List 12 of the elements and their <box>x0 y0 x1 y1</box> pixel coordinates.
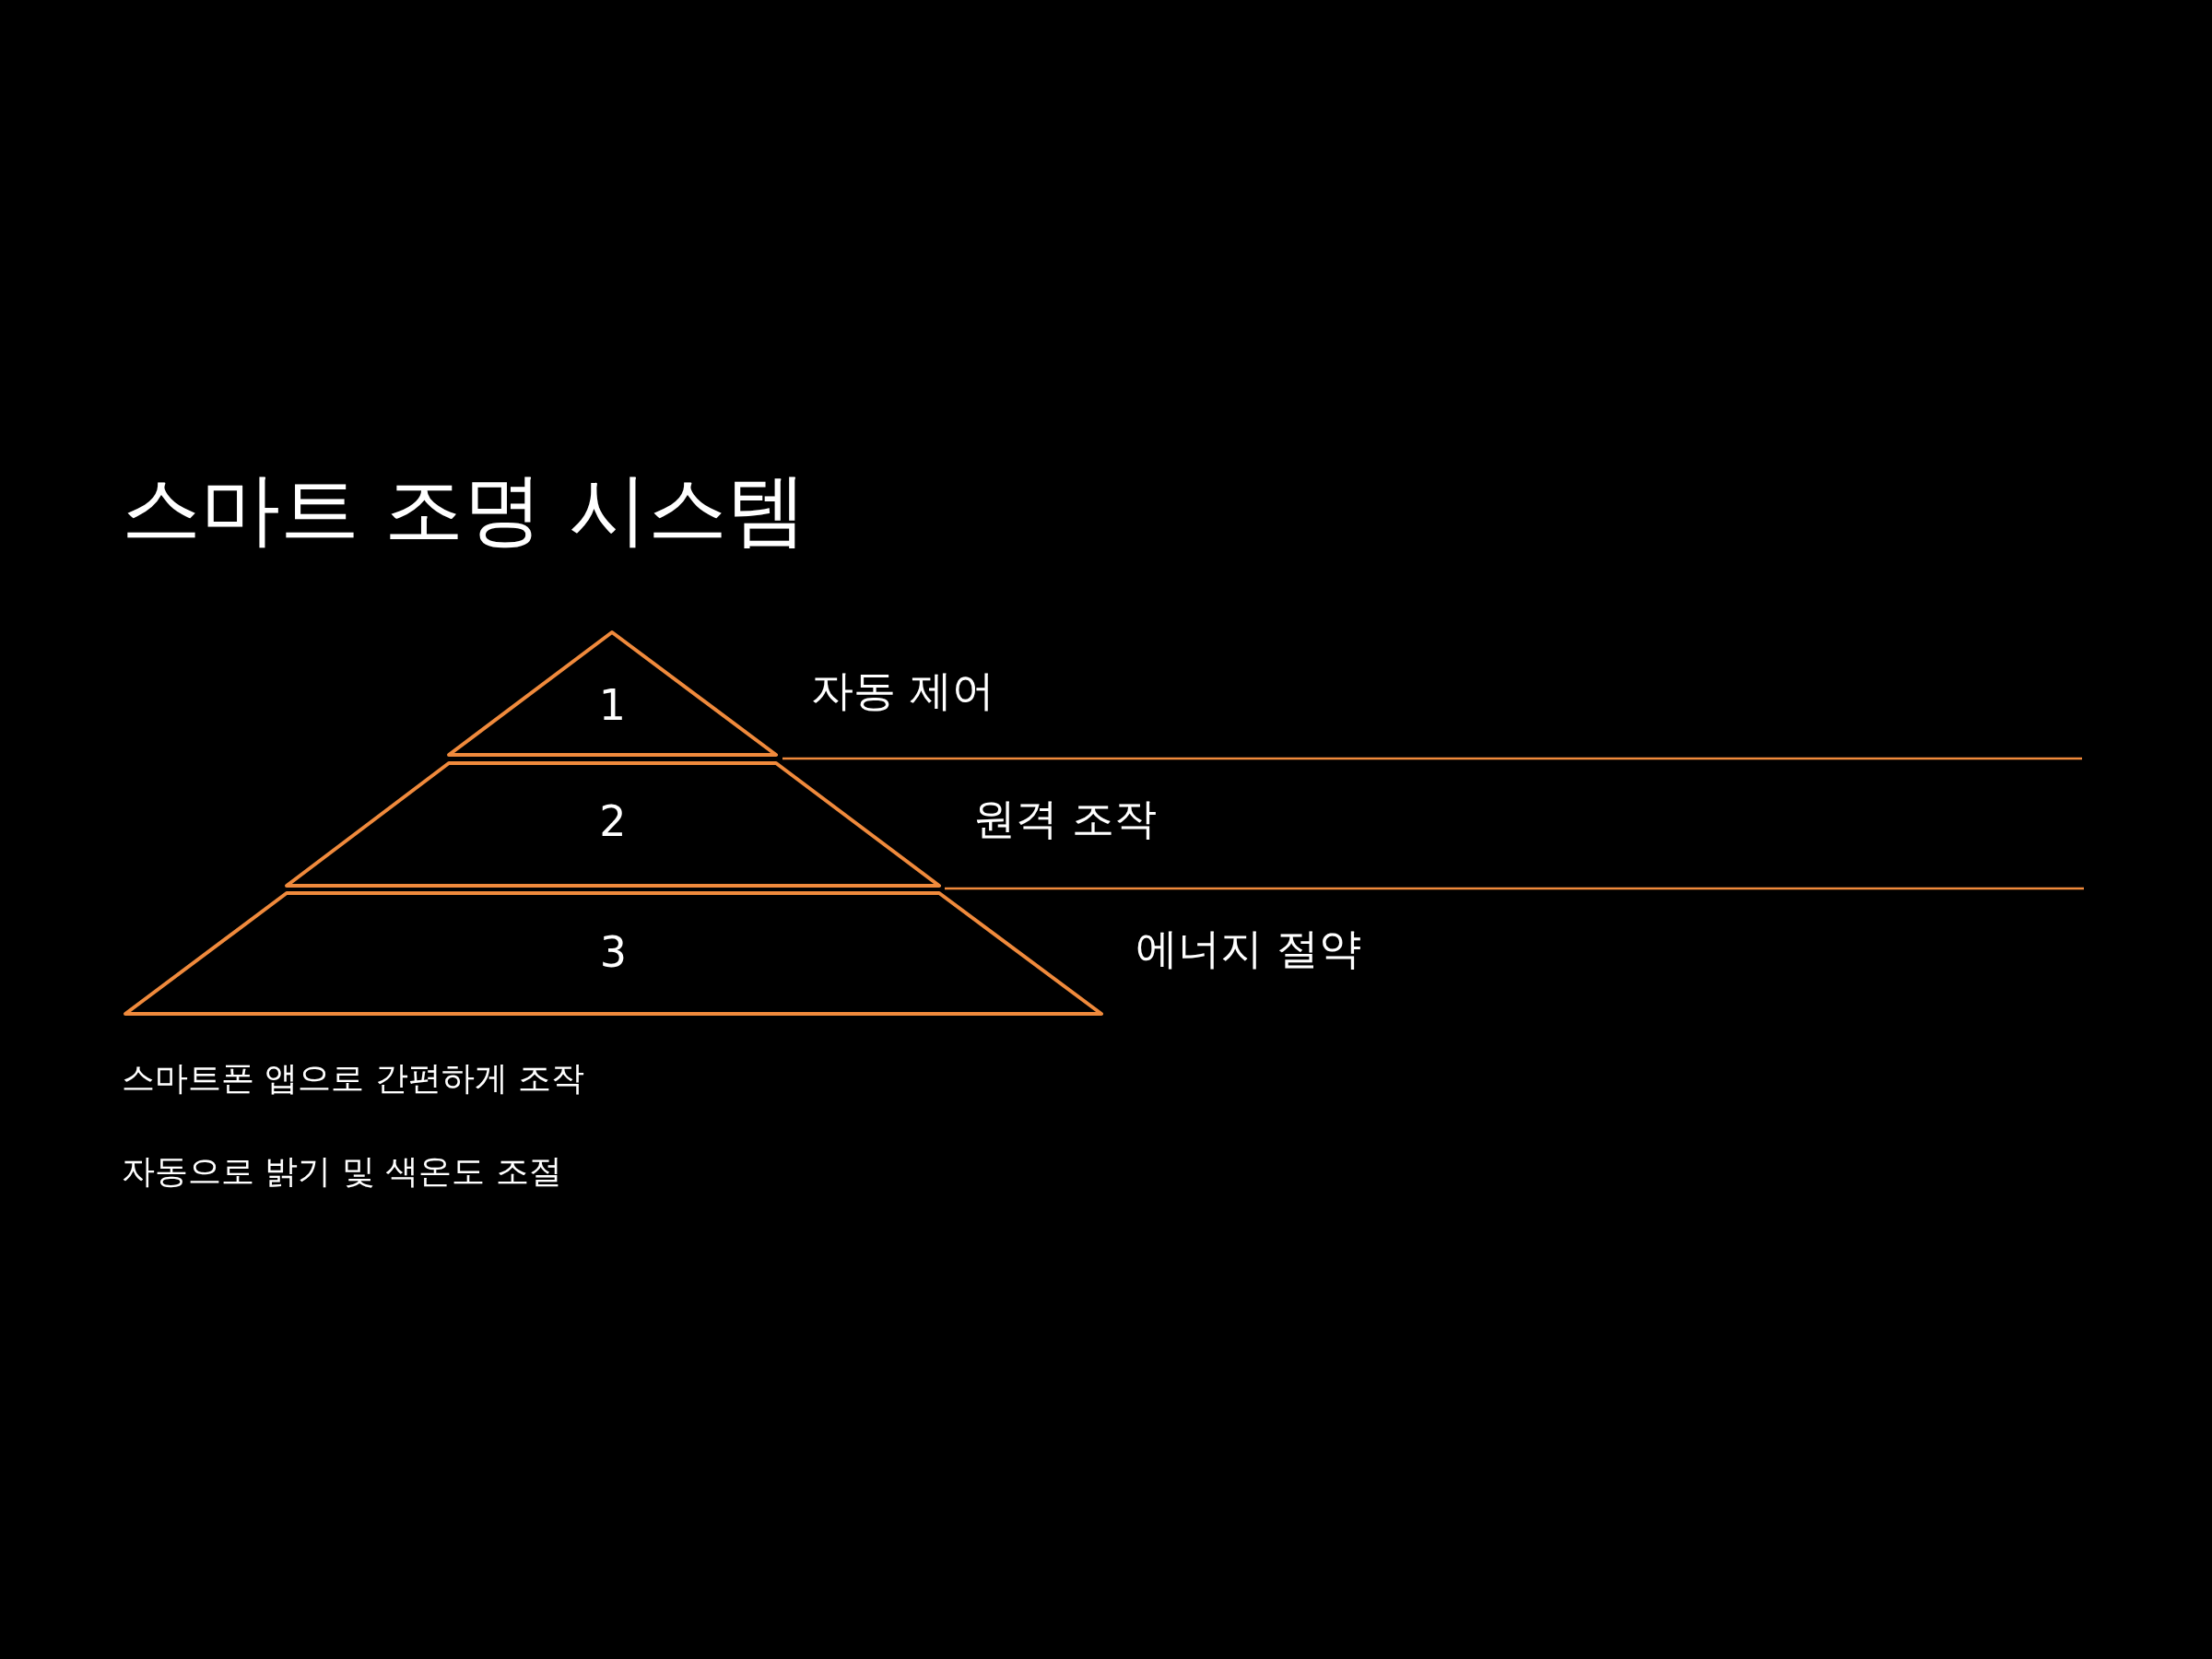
description-text: 스마트폰 앱으로 간편하게 조작 <box>122 1058 585 1099</box>
tier-number: 1 <box>597 684 628 726</box>
pyramid-tier <box>287 763 939 886</box>
tier-number: 2 <box>598 800 628 842</box>
tier-number: 3 <box>598 931 629 973</box>
pyramid-tier <box>125 893 1101 1014</box>
description-text: 자동으로 밝기 및 색온도 조절 <box>122 1151 562 1192</box>
tier-label: 에너지 절약 <box>1135 924 1361 975</box>
pyramid-top-triangle <box>449 632 776 755</box>
tier-label: 자동 제어 <box>811 665 994 717</box>
title: 스마트 조명 시스템 <box>122 462 806 557</box>
tier-label: 원격 조작 <box>973 794 1157 845</box>
